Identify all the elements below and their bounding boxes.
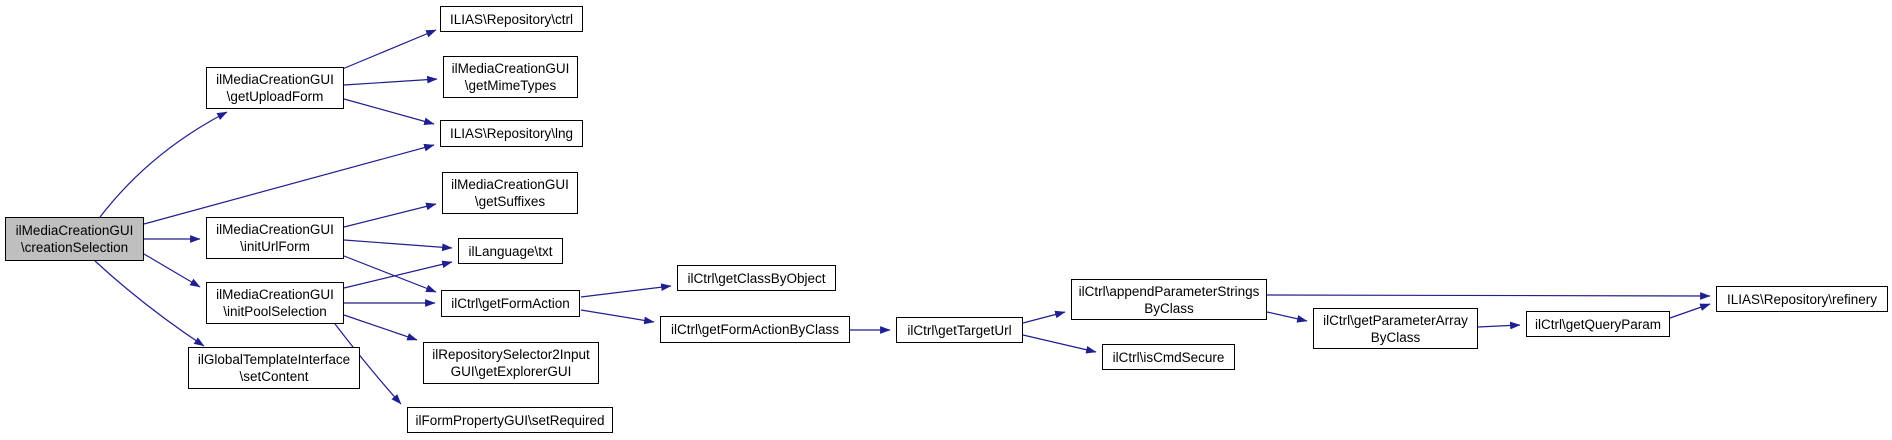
edge-creationSelection-to-lng <box>143 143 435 225</box>
node-initPoolSelection[interactable]: ilMediaCreationGUI \initPoolSelection <box>206 282 344 324</box>
node-setContent[interactable]: ilGlobalTemplateInterface \setContent <box>188 347 360 389</box>
edge-initPoolSelection-to-setRequired <box>334 323 402 405</box>
node-label-line: ilMediaCreationGUI <box>451 177 569 192</box>
node-getUploadForm[interactable]: ilMediaCreationGUI \getUploadForm <box>206 67 344 109</box>
node-label-line: ilRepositorySelector2Input <box>432 347 590 362</box>
node-label-line: ilGlobalTemplateInterface <box>197 352 351 367</box>
node-getClassByObject[interactable]: ilCtrl\getClassByObject <box>677 265 836 291</box>
node-label-line: \initPoolSelection <box>223 304 327 319</box>
node-label-line: GUI\getExplorerGUI <box>450 364 572 379</box>
edge-getFormAction-to-getClassByObject <box>580 283 672 298</box>
node-label-line: ilCtrl\getFormActionByClass <box>670 322 840 337</box>
node-label-line: ilCtrl\getQueryParam <box>1534 316 1662 332</box>
node-label-line: ilCtrl\isCmdSecure <box>1112 349 1225 365</box>
node-label-line: ILIAS\Repository\refinery <box>1726 291 1878 307</box>
node-label-line: \getUploadForm <box>226 89 324 104</box>
node-label-line: ilCtrl\getFormAction <box>451 296 570 311</box>
edge-appendParameterStringsByClass-to-getParameterArrayByClass <box>1266 311 1308 323</box>
node-label-line: ilMediaCreationGUI <box>216 72 334 87</box>
edge-getTargetUrl-to-isCmdSecure <box>1022 334 1097 354</box>
edge-appendParameterStringsByClass-to-refinery <box>1266 292 1711 300</box>
node-getTargetUrl[interactable]: ilCtrl\getTargetUrl <box>896 317 1023 343</box>
edge-getUploadForm-to-lng <box>343 98 435 126</box>
node-getQueryParam[interactable]: ilCtrl\getQueryParam <box>1526 311 1670 337</box>
edge-getTargetUrl-to-appendParameterStringsByClass <box>1022 310 1066 324</box>
edge-initUrlForm-to-getFormAction <box>343 255 437 293</box>
node-label-line: ilFormPropertyGUI\setRequired <box>415 412 605 428</box>
node-label-line: ilCtrl\appendParameterStrings <box>1078 283 1260 299</box>
edge-getQueryParam-to-refinery <box>1669 303 1711 319</box>
edge-creationSelection-to-setContent <box>94 260 205 347</box>
edge-initUrlForm-to-getSuffixes <box>343 202 437 228</box>
node-getSuffixes[interactable]: ilMediaCreationGUI \getSuffixes <box>442 172 578 214</box>
node-label-line: ilCtrl\getTargetUrl <box>907 322 1012 338</box>
edge-getUploadForm-to-ctrl <box>339 29 437 71</box>
node-label-line: \getMimeTypes <box>464 78 557 93</box>
node-refinery[interactable]: ILIAS\Repository\refinery <box>1716 286 1888 312</box>
node-getMimeTypes[interactable]: ilMediaCreationGUI \getMimeTypes <box>443 56 578 98</box>
node-lng[interactable]: ILIAS\Repository\lng <box>440 120 583 147</box>
node-label-line: ByClass <box>1370 329 1421 345</box>
edge-getParameterArrayByClass-to-getQueryParam <box>1477 321 1521 330</box>
edge-initPoolSelection-to-getExplorerGUI <box>343 314 418 341</box>
node-label-line: \creationSelection <box>20 240 129 255</box>
edge-initUrlForm-to-txt <box>343 239 453 252</box>
node-label-line: ilMediaCreationGUI <box>216 222 334 237</box>
edge-creationSelection-to-initPoolSelection <box>143 253 201 288</box>
node-creationSelection[interactable]: ilMediaCreationGUI \creationSelection <box>5 217 144 261</box>
node-isCmdSecure[interactable]: ilCtrl\isCmdSecure <box>1102 344 1235 370</box>
node-label-line: ILIAS\Repository\ctrl <box>449 11 574 27</box>
node-label-line: ILIAS\Repository\lng <box>449 126 574 141</box>
node-txt[interactable]: ilLanguage\txt <box>458 238 563 264</box>
node-label-line: ilLanguage\txt <box>468 243 553 259</box>
node-label-line: ilMediaCreationGUI <box>15 223 134 238</box>
node-label-line: ilCtrl\getClassByObject <box>687 270 826 286</box>
node-ctrl[interactable]: ILIAS\Repository\ctrl <box>440 6 583 32</box>
node-label-line: ilMediaCreationGUI <box>451 61 570 76</box>
node-getFormActionByClass[interactable]: ilCtrl\getFormActionByClass <box>660 316 850 343</box>
edge-getFormAction-to-getFormActionByClass <box>580 309 655 325</box>
edge-initPoolSelection-to-txt <box>343 260 453 289</box>
node-getFormAction[interactable]: ilCtrl\getFormAction <box>441 290 580 317</box>
node-label-line: ilCtrl\getParameterArray <box>1323 312 1468 328</box>
edge-creationSelection-to-getUploadForm <box>99 111 228 218</box>
node-label-line: \setContent <box>239 369 309 384</box>
node-initUrlForm[interactable]: ilMediaCreationGUI \initUrlForm <box>206 217 344 259</box>
node-label-line: ByClass <box>1144 300 1194 316</box>
node-label-line: \initUrlForm <box>240 239 310 254</box>
node-label-line: ilMediaCreationGUI <box>216 287 334 302</box>
node-setRequired[interactable]: ilFormPropertyGUI\setRequired <box>407 407 613 433</box>
node-label-line: \getSuffixes <box>474 194 546 209</box>
edge-getUploadForm-to-getMimeTypes <box>343 75 438 86</box>
